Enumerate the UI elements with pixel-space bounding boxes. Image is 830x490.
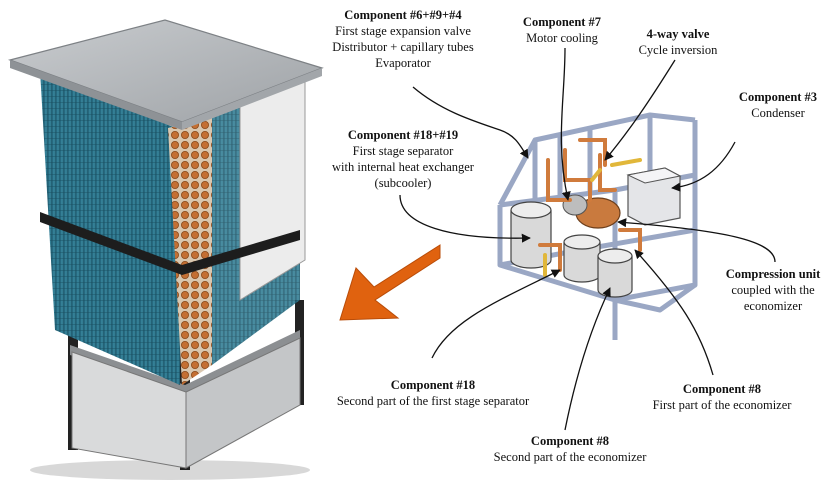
evaporator-coil-front xyxy=(40,70,180,385)
label-line: with internal heat exchanger xyxy=(332,160,474,174)
label-line: Motor cooling xyxy=(526,31,598,45)
label-line: coupled with the xyxy=(731,283,815,297)
label-component-18: Component #18 Second part of the first s… xyxy=(322,377,544,409)
label-title: Component #7 xyxy=(522,15,602,29)
mounting-strap-side xyxy=(182,230,300,275)
label-title: Component #8 xyxy=(530,434,610,448)
label-line: economizer xyxy=(743,299,803,313)
leader-valve xyxy=(604,59,676,161)
ground-shadow xyxy=(30,460,310,480)
label-line: Distributor + capillary tubes xyxy=(332,40,474,54)
leader-c6 xyxy=(412,86,529,159)
label-component-3: Component #3 Condenser xyxy=(726,89,830,121)
label-line: First part of the economizer xyxy=(652,398,792,412)
base-tray xyxy=(70,330,300,395)
yellow-piping xyxy=(543,158,642,277)
heat-pump-unit xyxy=(7,19,324,480)
label-4-way-valve: 4-way valve Cycle inversion xyxy=(626,26,730,58)
label-title: Component #18+#19 xyxy=(347,128,459,142)
label-title: Component #6+#9+#4 xyxy=(344,8,462,22)
label-line: Condenser xyxy=(751,106,805,120)
label-component-18-19: Component #18+#19 First stage separator … xyxy=(318,127,488,191)
label-component-6-9-4: Component #6+#9+#4 First stage expansion… xyxy=(318,7,488,71)
label-line: Cycle inversion xyxy=(638,43,718,57)
base-skirt-side xyxy=(185,337,301,469)
label-title: Component #3 xyxy=(738,90,818,104)
leader-compression xyxy=(617,218,776,263)
leader-c18 xyxy=(431,269,561,359)
mounting-strap-front xyxy=(40,212,182,275)
label-title: Compression unit xyxy=(725,267,821,281)
label-component-8-second: Component #8 Second part of the economiz… xyxy=(470,433,670,465)
leader-c8a xyxy=(634,249,714,376)
label-title: Component #8 xyxy=(682,382,762,396)
label-component-7: Component #7 Motor cooling xyxy=(512,14,612,46)
label-line: First stage expansion valve xyxy=(335,24,471,38)
component-model xyxy=(497,112,698,340)
leader-c18-19 xyxy=(399,194,531,243)
label-line: Second part of the first stage separator xyxy=(336,394,530,408)
label-line: Second part of the economizer xyxy=(493,450,647,464)
label-line: First stage separator xyxy=(352,144,454,158)
roof-edge-front xyxy=(10,60,182,130)
label-title: Component #18 xyxy=(390,378,476,392)
label-title: 4-way valve xyxy=(646,27,710,41)
copper-header xyxy=(168,118,212,385)
label-compression-unit: Compression unit coupled with the econom… xyxy=(716,266,830,314)
leader-c3 xyxy=(671,141,736,192)
orange-direction-arrow xyxy=(339,244,441,321)
separator-cylinders xyxy=(510,201,633,298)
leader-lines xyxy=(399,47,776,431)
label-component-8-first: Component #8 First part of the economize… xyxy=(638,381,806,413)
label-line: Evaporator xyxy=(375,56,431,70)
leader-c7 xyxy=(560,47,571,201)
roof-edge-side xyxy=(182,68,322,130)
leader-c8b xyxy=(564,287,611,431)
condenser-top xyxy=(626,167,682,184)
label-line: (subcooler) xyxy=(374,176,432,190)
